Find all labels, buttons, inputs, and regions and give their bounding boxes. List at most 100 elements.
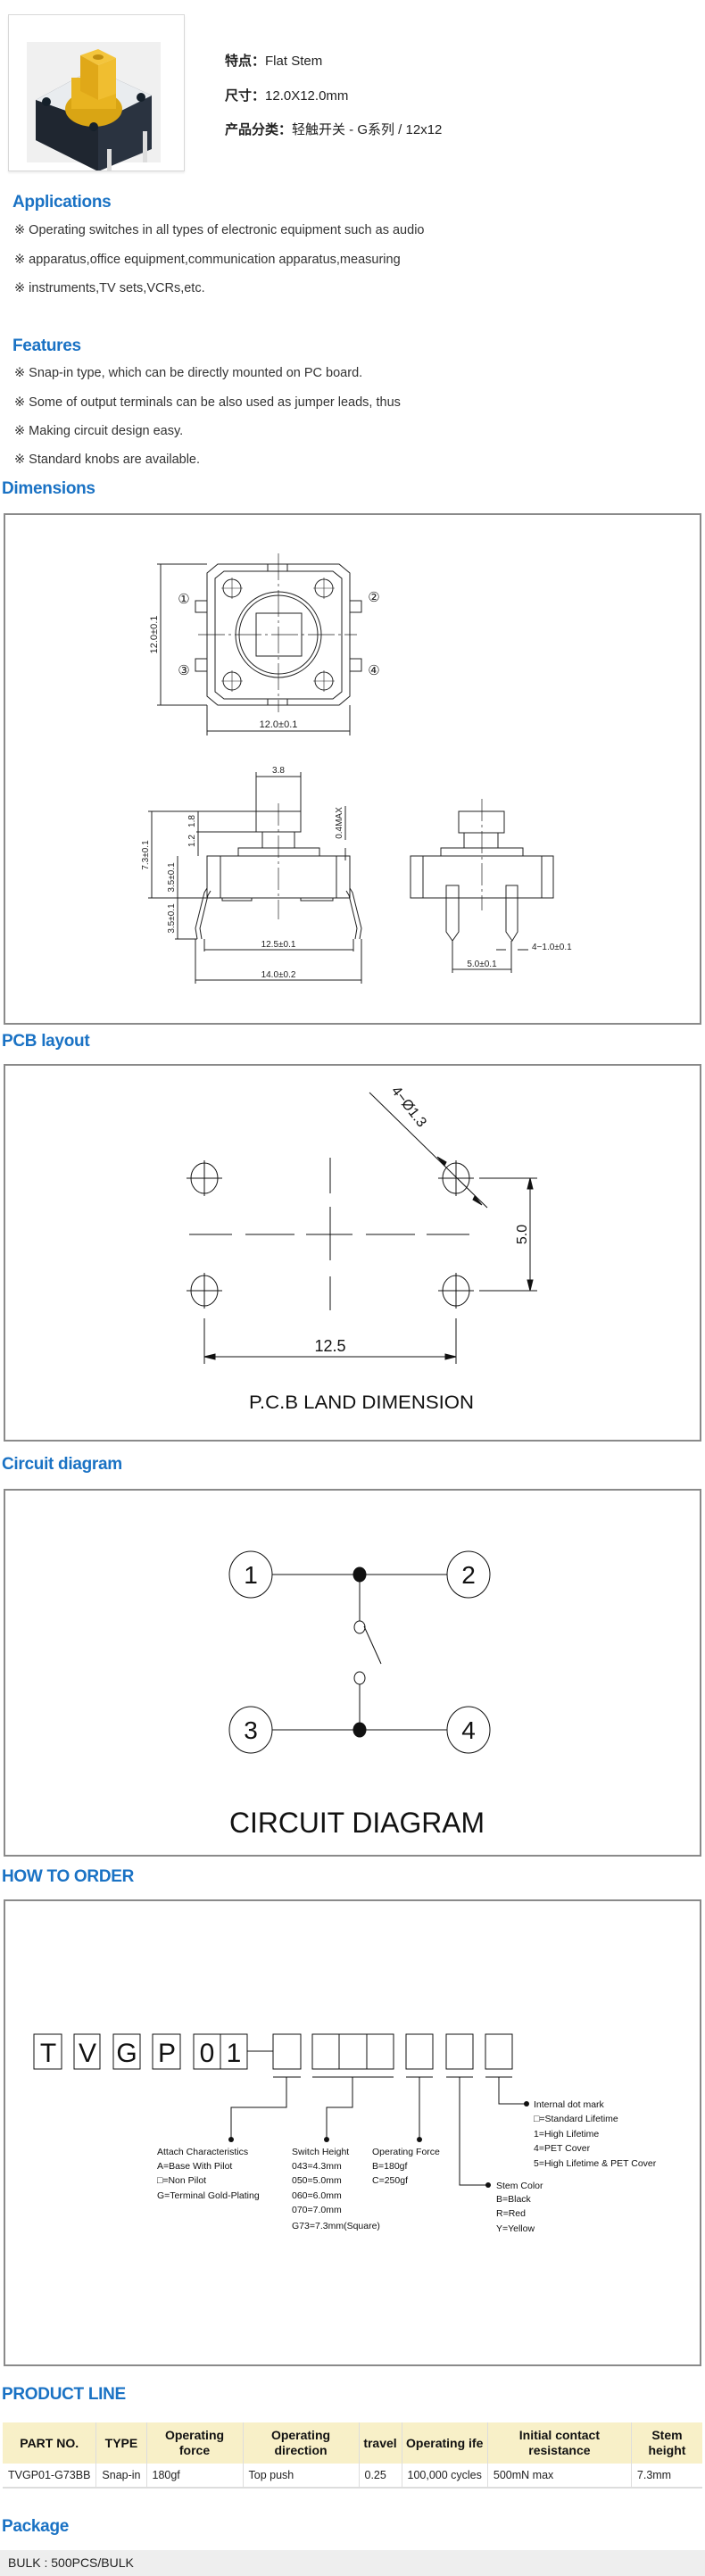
table-row: TVGP01-G73BB Snap-in 180gf Top push 0.25… [3,2464,702,2489]
spec-value[interactable]: 轻触开关 - G系列 / 12x12 [292,122,443,137]
stem-label: Stem Color [496,2181,543,2191]
pcb-drawing [4,1064,701,1442]
dimensions-heading: Dimensions [2,479,95,498]
body-outline [206,563,351,706]
col-direction: Operating direction [242,2422,359,2464]
height-option: 043=4.3mm [292,2161,342,2172]
stem-option: Y=Yellow [496,2223,535,2234]
dim-total-label: 7.3±0.1 [141,840,151,870]
application-item: ※ instruments,TV sets,VCRs,etc. [14,281,205,295]
features-heading: Features [12,337,81,355]
order-svg: T V G P 0 1 Attach Characteristics A=Bas… [33,2033,657,2234]
pin2-label: ② [368,590,379,605]
height-option: 070=7.0mm [292,2205,342,2215]
cell: 0.25 [358,2464,402,2489]
col-travel: travel [358,2422,402,2464]
col-part-no: PART NO. [3,2422,96,2464]
order-drawing [4,1899,701,2366]
attach-option: □=Non Pilot [157,2175,206,2186]
dim-pitch-label: 12.5±0.1 [261,940,296,950]
height-option: 050=5.0mm [292,2175,342,2186]
dot-option: 5=High Lifetime & PET Cover [534,2158,657,2169]
col-life: Operating ife [401,2422,488,2464]
spec-feature: 特点：Flat Stem [225,51,322,70]
force-label: Operating Force [372,2147,440,2157]
force-option: B=180gf [372,2161,407,2172]
product-line-table: PART NO. TYPE Operating force Operating … [3,2422,702,2489]
circuit-drawing [4,1489,701,1857]
code-letter: T [40,2039,56,2068]
pcb-svg: 4−Ø1.3 5.0 12.5 P.C.B LAND DIMENSION [187,1084,537,1413]
pin4-label: ④ [368,663,379,678]
cell: 7.3mm [630,2464,702,2489]
dim-18-label: 1.8 [187,815,197,827]
height-option: G73=7.3mm(Square) [292,2221,380,2231]
feature-item: ※ Making circuit design easy. [14,424,184,438]
dimensions-svg: 12.0±0.1 12.0±0.1 ① ② ③ ④ 3.8 0.4MAX 7.3… [141,553,572,984]
dot-option: 1=High Lifetime [534,2129,599,2140]
dim-stem-label: 3.8 [272,766,285,776]
pcb-vertical-label: 5.0 [515,1225,530,1244]
col-resistance: Initial contact resistance [486,2422,632,2464]
height-label: Switch Height [292,2147,349,2157]
package-text: BULK : 500PCS/BULK [8,2555,134,2570]
attach-option: A=Base With Pilot [157,2161,232,2172]
pcb-heading: PCB layout [2,1032,90,1051]
code-letter: V [79,2039,96,2068]
applications-heading: Applications [12,193,112,212]
application-item: ※ apparatus,office equipment,communicati… [14,253,401,267]
code-letter: G [116,2039,137,2068]
tact-switch-illustration [27,42,161,171]
dim-pin-pitch-label: 5.0±0.1 [467,960,497,969]
dimensions-drawing [4,513,701,1025]
application-item: ※ Operating switches in all types of ele… [14,223,425,237]
cell: TVGP01-G73BB [3,2464,96,2489]
cell: 180gf [145,2464,243,2489]
dim-max-label: 0.4MAX [335,807,344,839]
spec-category: 产品分类：轻触开关 - G系列 / 12x12 [225,120,442,138]
dot-option: 4=PET Cover [534,2143,591,2154]
cell: Top push [242,2464,359,2489]
pcb-caption: P.C.B LAND DIMENSION [249,1392,474,1413]
spec-value: 12.0X12.0mm [265,88,349,104]
pcb-horizontal-label: 12.5 [314,1337,345,1355]
cell: 100,000 cycles [401,2464,488,2489]
pin-4-label: 4 [461,1716,476,1744]
feature-item: ※ Standard knobs are available. [14,453,201,467]
dim-overall-label: 14.0±0.2 [261,970,296,980]
pcb-holes [187,1160,474,1309]
cell: 500mN max [486,2464,632,2489]
order-heading: HOW TO ORDER [2,1867,135,1886]
circuit-caption: CIRCUIT DIAGRAM [229,1807,485,1839]
pin1-label: ① [178,592,189,607]
col-force: Operating force [145,2422,243,2464]
circuit-heading: Circuit diagram [2,1455,122,1474]
spec-label: 特点： [225,54,266,69]
pin-2-label: 2 [461,1561,476,1589]
attach-label: Attach Characteristics [157,2147,248,2157]
dot-label: Internal dot mark [534,2099,605,2110]
stem-option: R=Red [496,2208,526,2219]
col-type: TYPE [95,2422,146,2464]
spec-size: 尺寸：12.0X12.0mm [225,86,348,104]
dim-height-label: 12.0±0.1 [149,616,160,654]
attach-option: G=Terminal Gold-Plating [157,2190,260,2201]
feature-item: ※ Some of output terminals can be also u… [14,395,401,410]
dim-leg-label: 3.5±0.1 [167,903,177,934]
product-image [8,14,185,171]
dim-pin-width-label: 4−1.0±0.1 [532,943,572,952]
code-letter: 1 [227,2039,242,2068]
pcb-hole-label: 4−Ø1.3 [388,1084,429,1130]
spec-label: 产品分类： [225,122,293,137]
pin-1-label: 1 [244,1561,258,1589]
code-letter: 0 [200,2039,215,2068]
dim-body-label: 3.5±0.1 [167,862,177,893]
pin-3-label: 3 [244,1716,258,1744]
dot-option: □=Standard Lifetime [534,2114,618,2124]
height-option: 060=6.0mm [292,2190,342,2201]
feature-item: ※ Snap-in type, which can be directly mo… [14,366,363,380]
cell: Snap-in [95,2464,146,2489]
col-stem-height: Stem height [630,2422,702,2464]
package-heading: Package [2,2517,70,2536]
package-info: BULK : 500PCS/BULK [0,2550,705,2576]
